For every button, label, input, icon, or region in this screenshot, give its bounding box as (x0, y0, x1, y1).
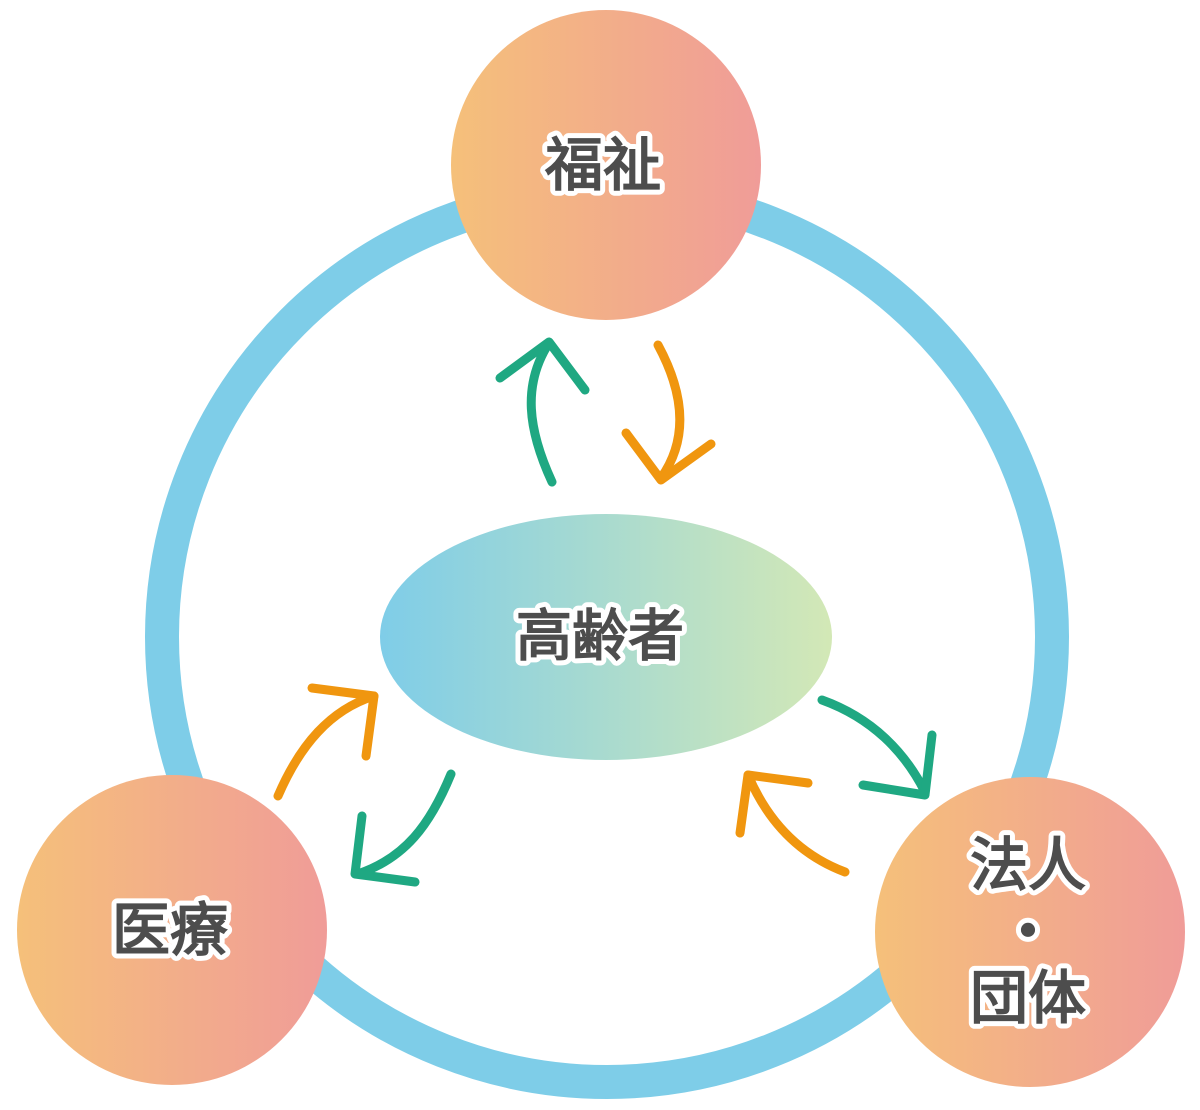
arrow-to-medical (350, 769, 456, 887)
medical-circle (17, 775, 327, 1085)
arrow-from-welfare (621, 340, 716, 485)
medical-node: 医療 (17, 775, 327, 1085)
center-ellipse (380, 514, 832, 760)
corporation-label-line3: 団体 (970, 964, 1086, 1032)
arrow-to-center-from-medical (273, 683, 379, 801)
medical-label: 医療 (112, 896, 229, 964)
arrow-to-welfare (495, 337, 590, 487)
center-label: 高齢者 (516, 605, 684, 670)
welfare-circle (451, 10, 761, 320)
welfare-label: 福祉 (544, 131, 661, 199)
center-node: 高齢者 (380, 514, 832, 760)
corporation-label-line2: ・ (999, 898, 1057, 966)
welfare-node: 福祉 (451, 10, 761, 320)
arrow-to-corporation (817, 695, 937, 800)
corporation-node: 法人 ・ 団体 (875, 777, 1185, 1087)
arrow-to-center-from-corporation (735, 770, 850, 877)
corporation-label-line1: 法人 (970, 831, 1086, 899)
corporation-circle (875, 777, 1185, 1087)
